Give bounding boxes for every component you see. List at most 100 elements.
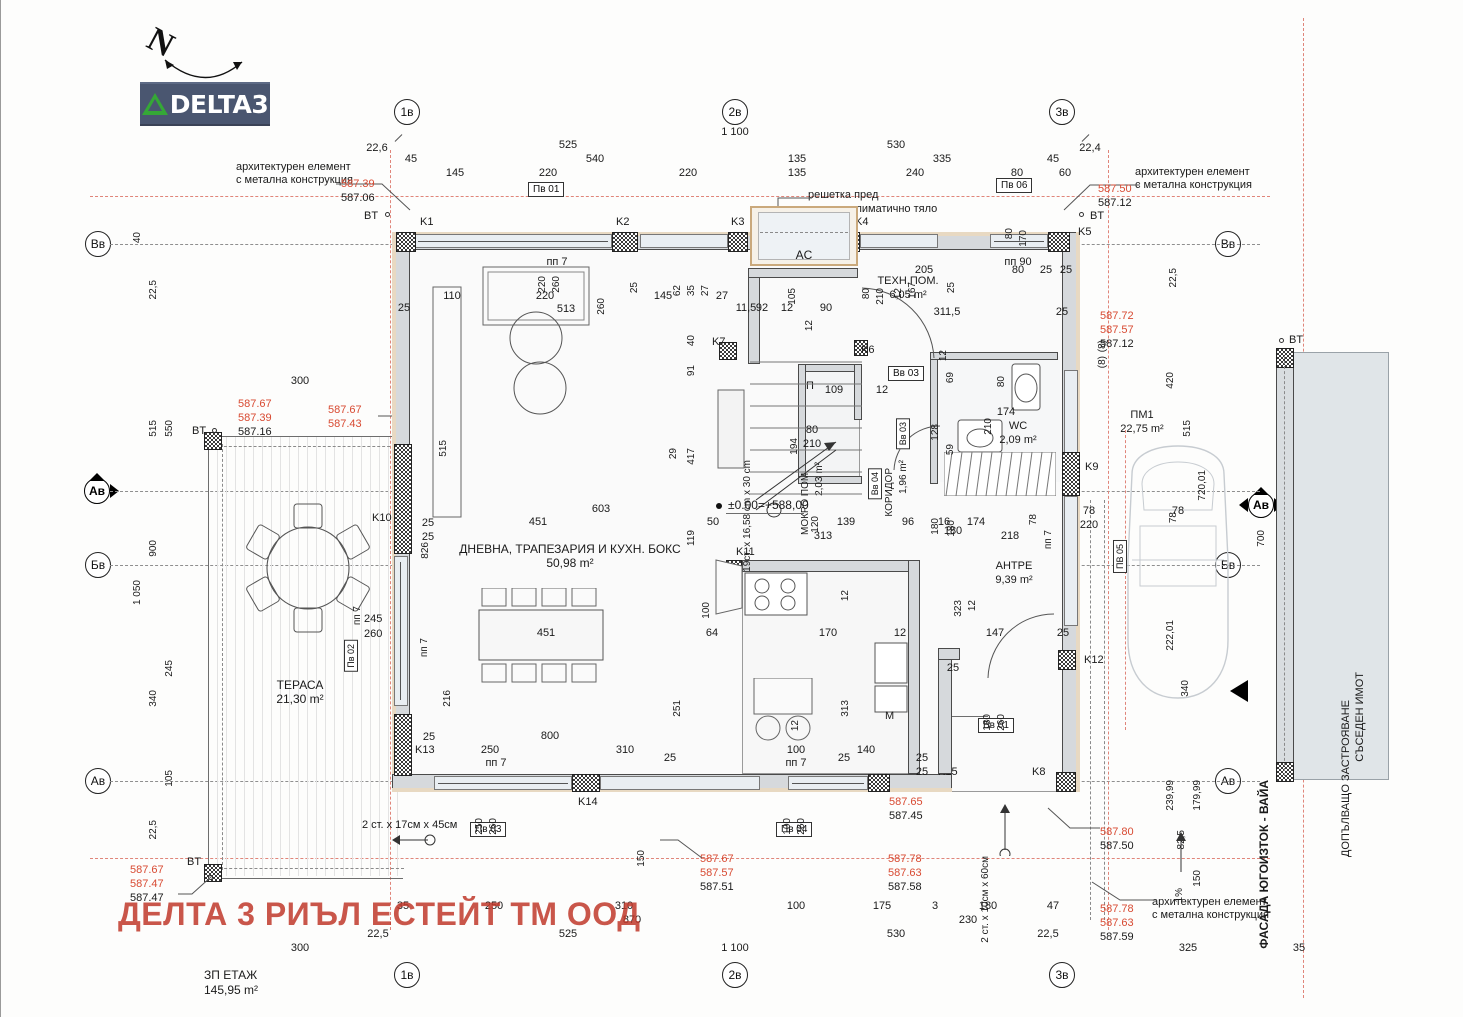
dim-int-313a: 216	[442, 690, 453, 707]
terrace-edge-left	[208, 436, 209, 878]
logo-wordmark: DELTA3	[169, 89, 269, 119]
column-label-k8: K8	[1032, 766, 1046, 778]
room-area-tech: 6,05 m²	[889, 289, 927, 301]
dim-int-120: 120	[810, 516, 821, 533]
note-stairs-left: 2 ст. х 17см х 45см	[362, 819, 458, 831]
leader-arch-right	[1063, 184, 1140, 211]
dim-int-180b: 180	[930, 518, 941, 535]
section-mark-av-right: Ав	[1248, 492, 1274, 518]
column-k12	[1058, 650, 1076, 670]
dim-right-78: 78	[1168, 512, 1179, 524]
dim-int-8b: (8)	[1097, 340, 1108, 353]
dim-bot-310: 310	[614, 900, 634, 912]
window-tag-pv02: Пв 02	[344, 640, 358, 672]
dim-left-245: 245	[164, 660, 175, 677]
dim-int-16: 16	[937, 516, 951, 528]
column-k3	[728, 232, 748, 252]
sofa-furniture	[482, 266, 590, 326]
axis-bubble-1v-top: 1в	[394, 99, 420, 125]
axis-line-3v-top	[0, 220, 1463, 330]
elev-bot-mid-c-red1: 587.78	[888, 853, 922, 865]
column-label-k11: K11	[736, 546, 755, 558]
dim-int-251: 251	[672, 700, 683, 717]
dim-right-340: 340	[1180, 680, 1191, 697]
dim-int-145: 145	[653, 290, 673, 302]
level-datum-underline	[726, 513, 804, 514]
window-tag-vv01: Вв 01	[978, 718, 1014, 733]
facade-label: ФАСАДА ЮГОИЗТОК - ВАЙА	[1257, 780, 1271, 949]
grid-line-red-top	[90, 196, 1270, 197]
neighbour-label-l2: СЪСЕДЕН ИМОТ	[1354, 672, 1366, 762]
toilet-fixture	[1011, 363, 1041, 411]
dim-int-90: 90	[819, 302, 833, 314]
dim-top-335: 335	[932, 153, 952, 165]
column-label-k12: K12	[1084, 654, 1104, 666]
window-north-2	[640, 234, 728, 248]
dim-top-22-6: 22,6	[366, 142, 388, 154]
floor-tag-pp7-west: пп 7	[419, 638, 430, 658]
terrace-inner-dash-top	[214, 446, 400, 447]
dim-int-25-n: 25	[629, 282, 640, 294]
dim-int-313b: 313	[813, 530, 833, 542]
dim-int-216: 218	[1000, 530, 1020, 542]
window-tag-vv03-b: Вв 03	[896, 418, 910, 450]
slope-arrow-icon	[1176, 832, 1186, 872]
grid-line-red-right	[1108, 150, 1109, 930]
dim-left-340: 340	[148, 690, 159, 707]
dim-bot-530: 530	[886, 928, 906, 940]
elev-bot-mid-b-black: 587.51	[700, 881, 734, 893]
elev-left-mid2-red1: 587.67	[328, 404, 362, 416]
column-k8	[1056, 772, 1076, 792]
dim-pv02-260: 260	[364, 628, 383, 640]
grid-line-red-bottom	[90, 858, 1270, 859]
column-label-k6: K6	[861, 344, 875, 356]
elev-bot-right-a-black: 587.50	[1100, 840, 1134, 852]
neighbour-dash	[1284, 356, 1285, 776]
dim-right-150: 150	[1192, 870, 1203, 887]
terrace-edge-top	[208, 436, 400, 437]
elev-bot-right-b-red1: 587.78	[1100, 903, 1134, 915]
dim-int-80-wc: 80	[996, 376, 1007, 388]
stair-arrow-right-icon	[999, 804, 1011, 856]
dim-int-178: 417	[686, 448, 697, 465]
dim-int-220c: 220	[1079, 519, 1099, 531]
column-k5	[1048, 232, 1070, 252]
bt-mark-terrace: BT	[192, 425, 207, 437]
dim-int-311-5: 311,5	[933, 306, 961, 318]
dim-pv03-250: 250	[474, 818, 485, 835]
dim-right-515: 515	[1182, 420, 1193, 437]
car-outline	[1127, 445, 1229, 699]
dim-int-180c: 180	[946, 520, 957, 537]
elev-bot-right-b-red2: 587.63	[1100, 917, 1134, 929]
dim-int-109: 109	[824, 384, 844, 396]
terrace-column-sw	[204, 864, 222, 882]
dim-top-135a: 135	[787, 153, 807, 165]
floor-tag-pp7-south: пп 7	[485, 757, 507, 769]
dim-int-513: 513	[556, 303, 576, 315]
dim-int-11-5: 11,5	[735, 302, 757, 314]
dim-int-96: 96	[901, 516, 915, 528]
sofa-l-furniture	[432, 286, 462, 518]
terrace-table-chairs	[246, 503, 370, 633]
dim-int-25a: 25	[1039, 264, 1053, 276]
kitchen-island	[753, 678, 813, 741]
elev-bot-right-b-black: 587.59	[1100, 931, 1134, 943]
column-label-k7: K7	[712, 336, 726, 348]
level-datum-icon	[716, 503, 722, 509]
dim-right-179: 179,99	[1192, 780, 1203, 811]
dim-left-40: 40	[132, 232, 143, 244]
dim-top-22-4: 22,4	[1079, 142, 1101, 154]
window-tag-vv03-a: Вв 03	[888, 366, 924, 381]
dim-terrace-300: 300	[290, 375, 310, 387]
leader-bot-mid-b	[660, 839, 703, 859]
dim-int-105: 105	[787, 288, 798, 305]
floor-tag-pp7-south2: пп 7	[785, 757, 807, 769]
wall-antre-nub	[938, 648, 960, 660]
floor-area-value: 145,95 m²	[204, 983, 259, 997]
dim-pv06-80: 80	[1004, 228, 1015, 240]
cooktop-appliance	[744, 572, 808, 616]
dim-int-25-tech: 25	[946, 282, 957, 294]
company-watermark: ДЕЛТА 3 РИЪЛ ЕСТЕЙТ ТМ ООД	[118, 896, 641, 932]
dim-bot-35b: 35	[1292, 942, 1306, 954]
window-tag-vv04: Вв 04	[868, 468, 882, 500]
